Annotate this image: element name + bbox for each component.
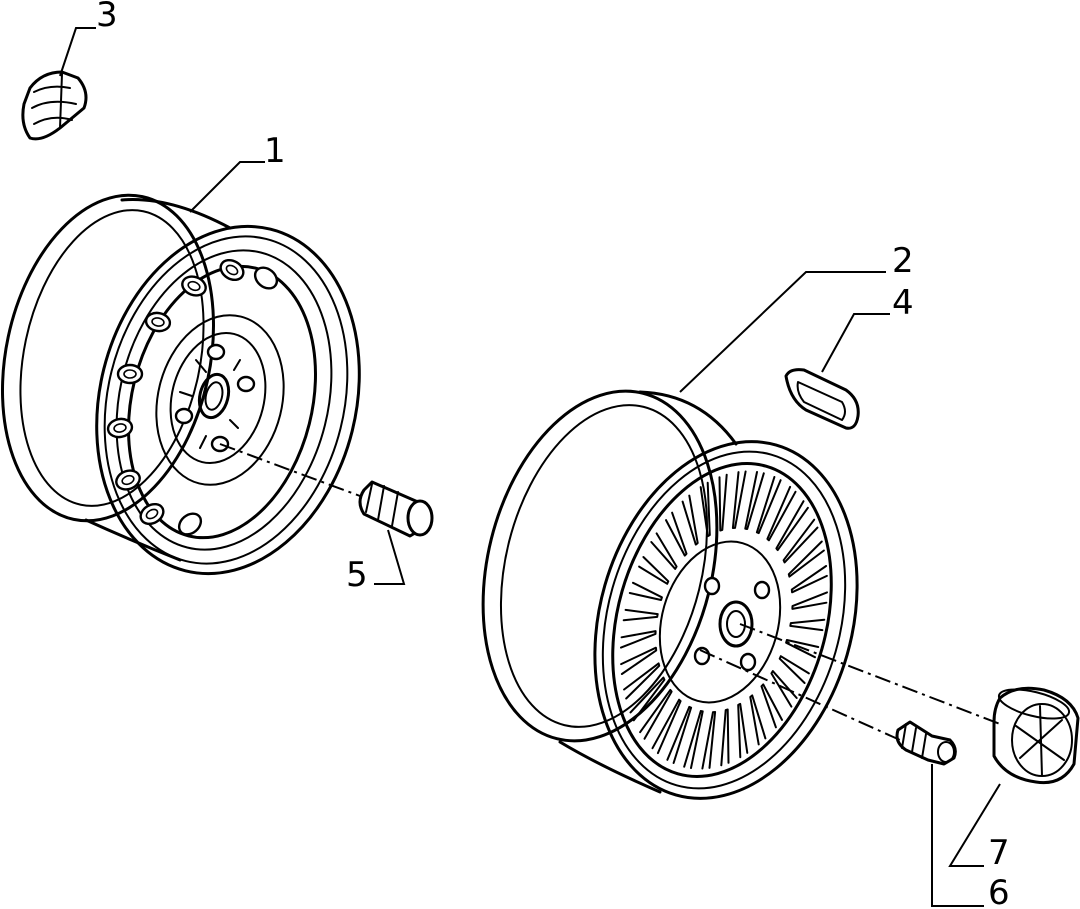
alloy-wheel-fin [791, 591, 828, 610]
alloy-wheel-fin [620, 630, 657, 649]
alloy-wheel-fin [789, 618, 826, 632]
part-5-wheel-bolt [358, 480, 434, 538]
callout-3: 3 [96, 0, 118, 35]
part-6-wheel-stud [895, 720, 957, 766]
leader-line-4 [821, 313, 890, 373]
alloy-wheel-fin [628, 581, 663, 601]
callout-7: 7 [988, 833, 1010, 873]
alloy-wheel-fin [770, 670, 798, 708]
alloy-wheel-fin [666, 705, 693, 764]
callout-5: 5 [346, 555, 368, 595]
part-2-alloy-wheel [481, 389, 859, 800]
alloy-wheel-fin [622, 608, 659, 622]
alloy-wheel-fin [620, 646, 658, 675]
leader-line-1 [189, 161, 265, 213]
leader-line-5 [374, 529, 406, 585]
alloy-wheel-fin [718, 473, 728, 532]
callout-6: 6 [988, 873, 1010, 909]
leader-line-2 [679, 271, 886, 393]
alloy-wheel-fin [650, 532, 678, 570]
alloy-wheel-fin [782, 518, 819, 564]
axis-line-stud [699, 649, 901, 741]
part-1-steel-wheel [0, 193, 361, 576]
callout-4: 4 [892, 283, 914, 323]
leader-line-3 [59, 27, 96, 77]
alloy-wheel-fin [760, 683, 783, 729]
alloy-wheel-fin [790, 565, 828, 594]
leader-line-6 [931, 764, 984, 907]
alloy-wheel-fin [699, 481, 711, 538]
wheel-ventilation-holes [106, 258, 279, 536]
alloy-wheel-fin [778, 655, 810, 684]
alloy-wheel-fin [785, 639, 820, 659]
alloy-wheel-fin [749, 694, 767, 746]
alloy-wheel-fin [638, 556, 670, 585]
alloy-wheel-fin [744, 471, 765, 530]
alloy-wheel-fin [731, 470, 747, 529]
alloy-wheel-fin [755, 476, 782, 535]
callout-2: 2 [892, 241, 914, 281]
alloy-wheel-fins [620, 470, 828, 770]
alloy-wheel-fin [639, 688, 673, 740]
alloy-wheel-fin [651, 698, 682, 755]
alloy-wheel-fin [681, 494, 699, 546]
axis-line-wheel1 [219, 443, 361, 497]
alloy-wheel-fin [737, 702, 749, 759]
alloy-wheel-fin [665, 511, 688, 557]
alloy-wheel-fin [766, 485, 797, 542]
alloy-wheel-fin [775, 500, 809, 552]
part-7-center-cap [992, 686, 1080, 785]
axis-line-cap [739, 623, 1001, 725]
alloy-wheel-fin [787, 540, 825, 578]
callout-1: 1 [264, 131, 286, 171]
alloy-wheel-fin [701, 711, 717, 770]
leader-line-7 [948, 783, 1001, 867]
alloy-wheel-fin [623, 662, 661, 700]
alloy-wheel-fin [720, 708, 730, 767]
alloy-wheel-fin [629, 676, 666, 722]
part-3-balance-weight [21, 70, 88, 141]
alloy-wheel-fin [683, 710, 704, 769]
part-4-balance-weight [784, 368, 860, 430]
